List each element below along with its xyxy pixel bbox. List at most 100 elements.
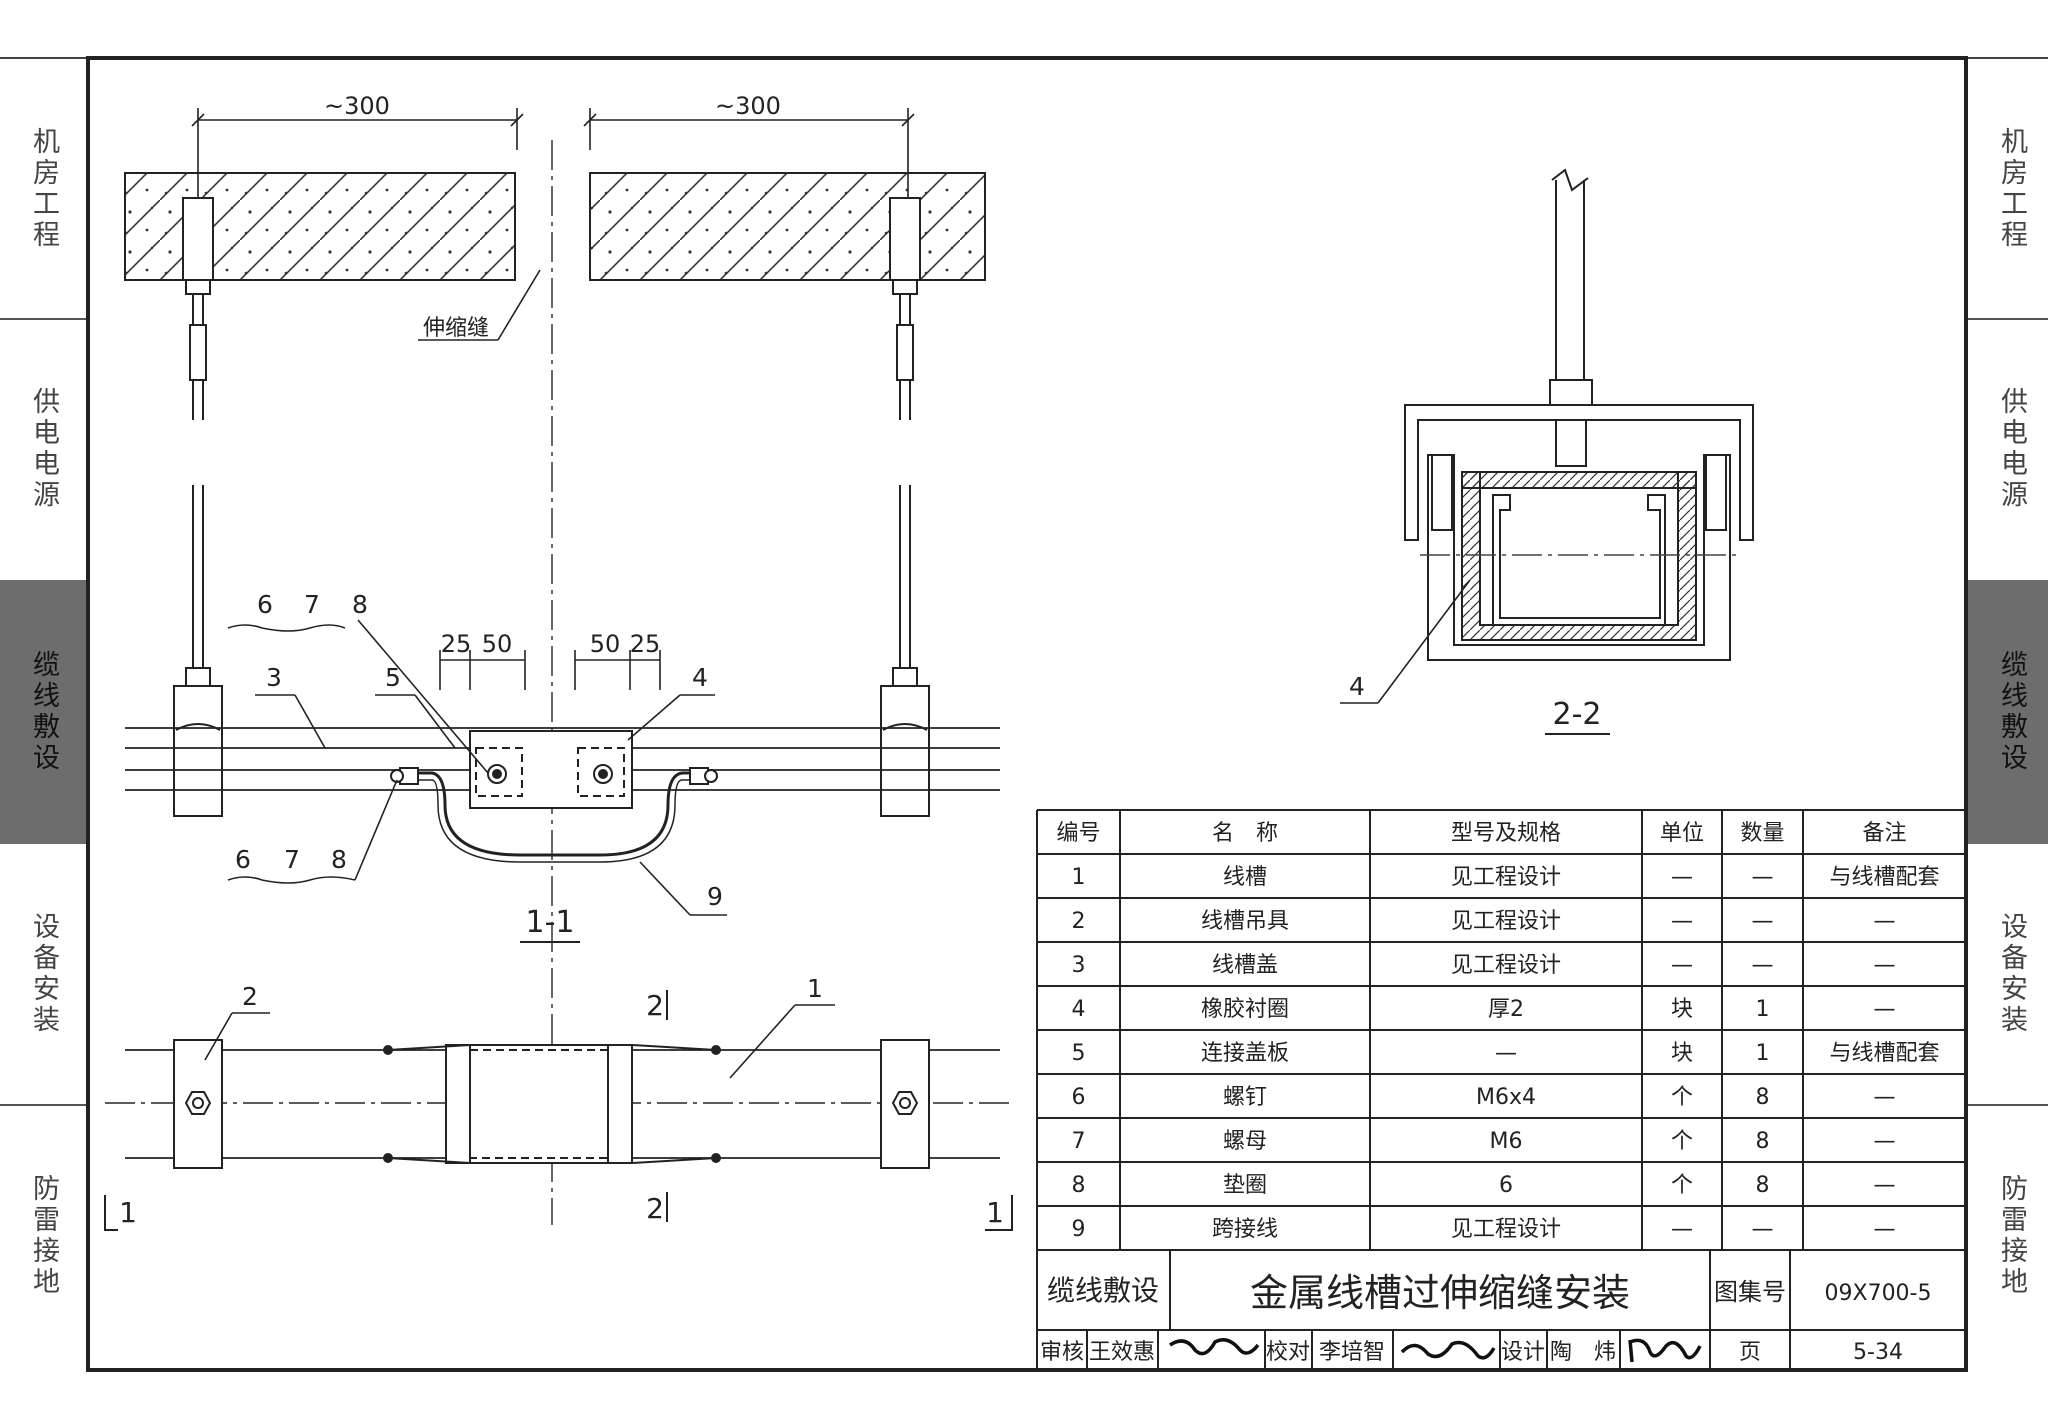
callout-number: 2	[242, 982, 258, 1011]
section-title-1-1: 1-1	[526, 905, 575, 940]
table-cell: —	[1671, 865, 1693, 890]
table-cell: 8	[1756, 1173, 1770, 1198]
right-sidebar: 机房工程 供电电源 缆线敷设 设备安装 防雷接地	[1968, 0, 2048, 1427]
sidebar-item-label: 缆线敷设	[28, 650, 59, 774]
check-signature	[1400, 1340, 1496, 1360]
table-cell: 见工程设计	[1451, 953, 1561, 978]
check-label: 校对	[1266, 1340, 1310, 1365]
table-cell: 厚2	[1488, 997, 1524, 1022]
table-cell: —	[1495, 1041, 1517, 1066]
sidebar-divider	[0, 318, 86, 320]
callout-leader	[729, 1004, 796, 1079]
table-cell: 2	[1072, 909, 1086, 934]
sidebar-item-label: 设备安装	[28, 912, 59, 1036]
left-sidebar: 机房工程 供电电源 缆线敷设 设备安装 防雷接地	[0, 0, 86, 1427]
callout-number: 3	[266, 663, 282, 692]
table-cell: —	[1752, 865, 1774, 890]
table-cell: 线槽盖	[1212, 953, 1278, 978]
sidebar-item-equipment-install[interactable]: 设备安装	[1968, 846, 2048, 1102]
callout-number: 7	[284, 845, 300, 874]
callout-leader	[639, 861, 691, 916]
check-name: 李培智	[1319, 1340, 1385, 1365]
design-signature	[1628, 1338, 1702, 1363]
jumper-lug-icon	[390, 767, 718, 785]
table-cell: 1	[1756, 997, 1770, 1022]
design-label: 设计	[1501, 1340, 1545, 1365]
jumper-wire	[405, 771, 695, 857]
table-cell: 见工程设计	[1451, 909, 1561, 934]
sidebar-item-cabling[interactable]: 缆线敷设	[0, 580, 86, 844]
table-header-cell: 备注	[1862, 821, 1906, 846]
table-cell: 3	[1072, 953, 1086, 978]
atlas-label: 图集号	[1714, 1278, 1786, 1306]
sidebar-item-machine-room[interactable]: 机房工程	[1968, 60, 2048, 318]
sidebar-item-label: 缆线敷设	[1996, 650, 2027, 774]
sidebar-item-machine-room[interactable]: 机房工程	[0, 60, 86, 318]
expansion-joint-leader	[497, 269, 541, 341]
callout-leader	[627, 694, 681, 741]
table-cell: 线槽吊具	[1201, 909, 1289, 934]
drawing-border	[86, 56, 1968, 1372]
review-label: 审核	[1040, 1340, 1084, 1365]
table-header-cell: 名 称	[1212, 821, 1278, 846]
callout-leader	[414, 694, 456, 749]
sidebar-item-lightning-grounding[interactable]: 防雷接地	[0, 1106, 86, 1366]
nut-icon	[891, 1091, 919, 1115]
dimension-300-right	[583, 108, 915, 210]
table-cell: 个	[1671, 1173, 1693, 1198]
callout-number: 6	[257, 590, 273, 619]
table-cell: 9	[1072, 1217, 1086, 1242]
cut-mark-2: 2	[646, 989, 664, 1022]
jumper-wire	[405, 779, 695, 863]
connection-plate-plan	[383, 1044, 721, 1164]
section-title-2-2: 2-2	[1553, 697, 1602, 732]
callout-leader	[357, 619, 489, 774]
table-cell: 见工程设计	[1451, 1217, 1561, 1242]
table-cell: —	[1874, 1129, 1896, 1154]
table-cell: 8	[1756, 1129, 1770, 1154]
callout-leader	[204, 1012, 233, 1061]
sidebar-item-label: 机房工程	[28, 127, 59, 251]
table-cell: 个	[1671, 1085, 1693, 1110]
sidebar-item-power-supply[interactable]: 供电电源	[1968, 320, 2048, 578]
atlas-number: 09X700-5	[1825, 1281, 1932, 1306]
table-cell: 螺钉	[1223, 1085, 1267, 1110]
anchor-bolt-left	[182, 197, 214, 420]
table-cell: —	[1752, 909, 1774, 934]
callout-brace	[227, 876, 356, 884]
cut-mark-1: 1	[986, 1196, 1004, 1229]
sidebar-item-cabling[interactable]: 缆线敷设	[1968, 580, 2048, 844]
sidebar-item-power-supply[interactable]: 供电电源	[0, 320, 86, 578]
page-label: 页	[1739, 1340, 1761, 1365]
table-cell: 垫圈	[1223, 1173, 1267, 1198]
table-cell: 跨接线	[1212, 1217, 1278, 1242]
callout-number: 8	[331, 845, 347, 874]
callout-leader	[1377, 579, 1471, 704]
expansion-joint-label: 伸缩缝	[423, 316, 489, 341]
hanger-rod-right	[880, 485, 930, 817]
dimension-label: 25	[441, 630, 472, 658]
dimension-label: ~300	[715, 92, 781, 120]
table-cell: 见工程设计	[1451, 865, 1561, 890]
sidebar-item-label: 供电电源	[28, 387, 59, 511]
table-cell: —	[1874, 1085, 1896, 1110]
sidebar-item-lightning-grounding[interactable]: 防雷接地	[1968, 1106, 2048, 1366]
table-cell: 线槽	[1223, 865, 1267, 890]
nut-icon	[184, 1091, 212, 1115]
callout-number: 7	[304, 590, 320, 619]
callout-number: 4	[1349, 672, 1365, 701]
callout-number: 5	[385, 663, 401, 692]
table-cell: 螺母	[1223, 1129, 1267, 1154]
section-2-2	[1404, 168, 1754, 661]
callout-leader	[354, 779, 398, 881]
ceiling-slab-right	[589, 172, 986, 281]
title-block	[1036, 1249, 1966, 1370]
table-cell: —	[1671, 1217, 1693, 1242]
table-cell: 块	[1671, 1041, 1693, 1066]
sidebar-item-equipment-install[interactable]: 设备安装	[0, 846, 86, 1102]
cut-mark-1: 1	[119, 1196, 137, 1229]
table-cell: 5	[1072, 1041, 1086, 1066]
dimension-25-50	[439, 650, 661, 690]
table-cell: 7	[1072, 1129, 1086, 1154]
